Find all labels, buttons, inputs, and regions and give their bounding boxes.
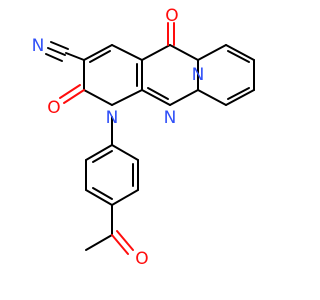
- acetyl-oxygen-label: O: [135, 249, 148, 269]
- left-oxygen-label: O: [47, 98, 60, 118]
- top-oxygen-label: O: [165, 6, 178, 26]
- pyrimidine-nitrogen-label: N: [164, 108, 177, 128]
- pyridone-ring: [83, 44, 143, 106]
- pyridine-ring: [197, 44, 255, 106]
- pyrimidine-ring: [141, 44, 199, 106]
- molecule-canvas: N O O N N N O: [31, 6, 255, 269]
- aryl-nitrogen-label: N: [106, 108, 119, 128]
- structure-drawing: N O O N N N O: [32, 6, 255, 269]
- acetyl-group: [85, 204, 134, 255]
- keto-left: [59, 84, 85, 104]
- nitrile-group: [45, 41, 85, 62]
- phenyl-ring: [85, 144, 139, 206]
- bridgehead-nitrogen-label: N: [192, 65, 205, 85]
- keto-top: [167, 22, 175, 46]
- nitrile-nitrogen-label: N: [32, 36, 45, 56]
